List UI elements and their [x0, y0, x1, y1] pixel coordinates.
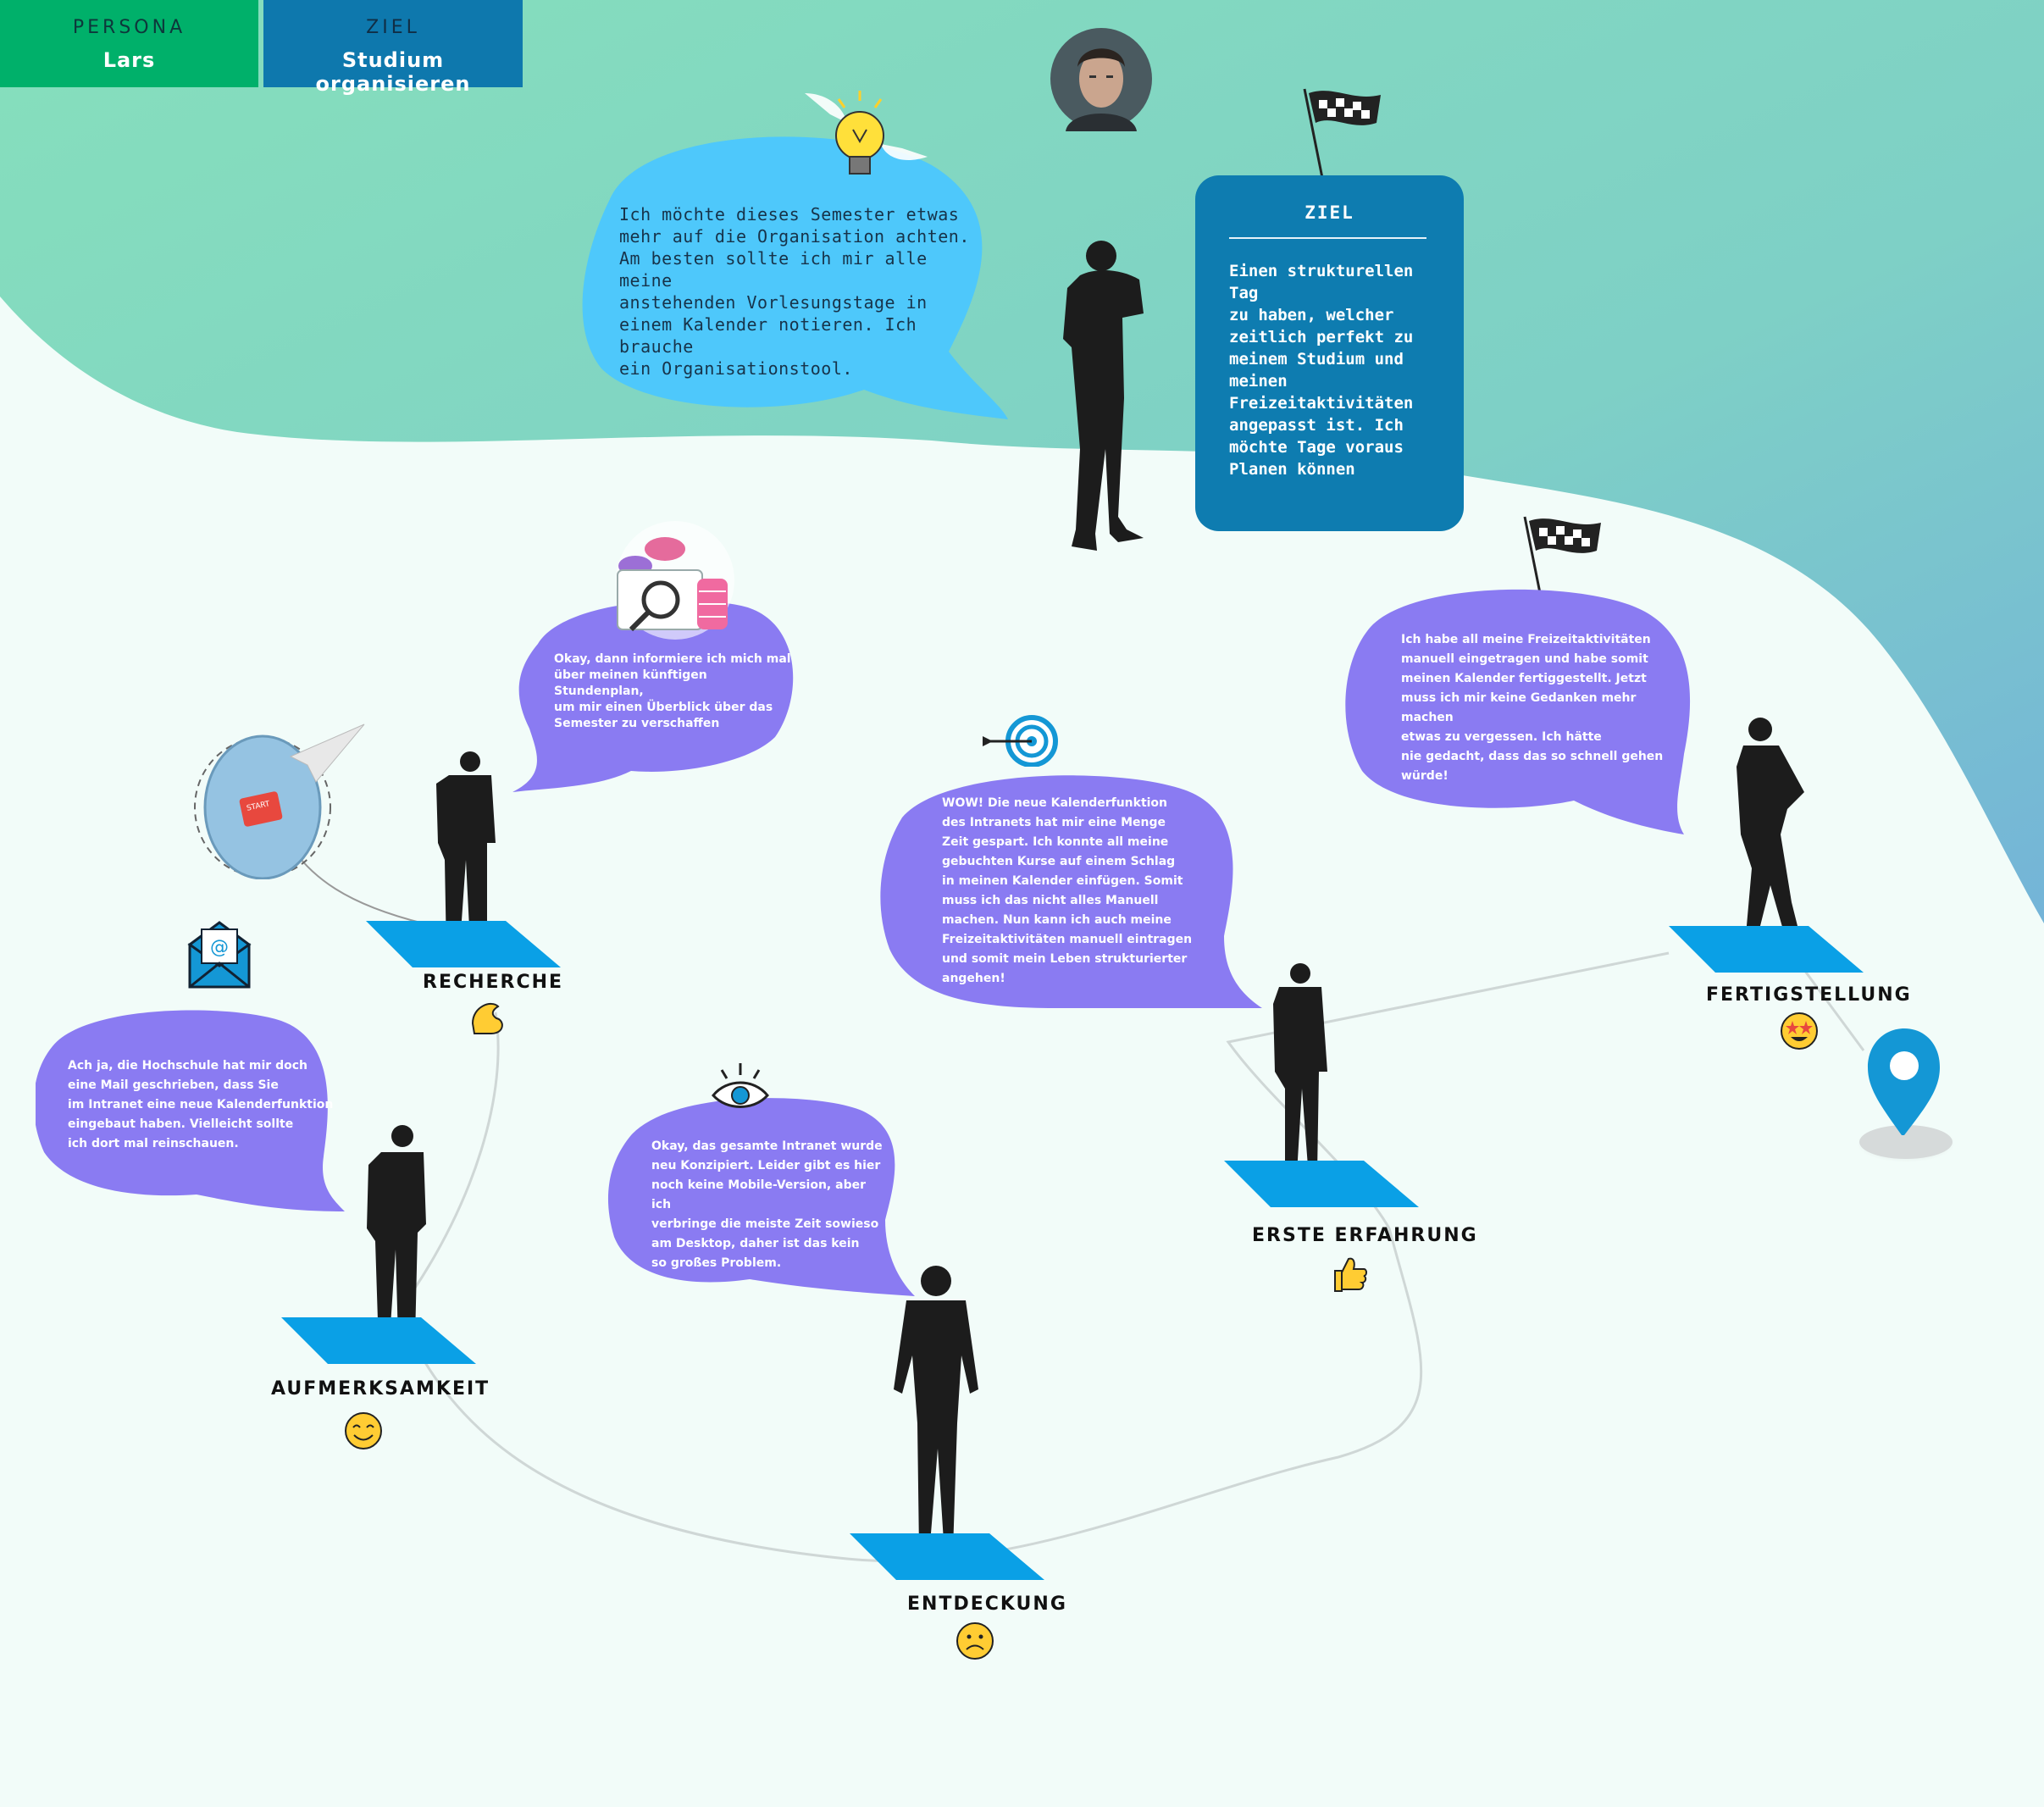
erste-erfahrung-label: ERSTE ERFAHRUNG — [1252, 1225, 1478, 1246]
intro-speech-bubble — [582, 136, 1008, 420]
start-illustration — [194, 723, 365, 879]
ziel-key: ZIEL — [366, 17, 420, 38]
entdeckung-platform — [850, 1533, 1044, 1580]
persona-header: PERSONA Lars — [0, 0, 258, 87]
flexed-biceps-icon — [471, 1002, 503, 1034]
star-struck-face-icon — [1781, 1012, 1818, 1050]
person-thinking-silhouette — [1063, 241, 1144, 551]
ziel-card-title: ZIEL — [1305, 202, 1354, 223]
erste-erfahrung-platform — [1224, 1161, 1419, 1207]
fertigstellung-bubble-text: Ich habe all meine Freizeitaktivitäten m… — [1401, 633, 1664, 783]
entdeckung-label: ENTDECKUNG — [907, 1594, 1067, 1615]
person-recherche-silhouette — [436, 751, 496, 953]
aufmerksamkeit-label: AUFMERKSAMKEIT — [271, 1378, 490, 1400]
recherche-platform — [366, 921, 561, 967]
checkered-flag-icon-2 — [1523, 516, 1601, 624]
research-illustration-icon — [616, 521, 734, 640]
person-aufmerksamkeit-silhouette — [367, 1125, 426, 1347]
target-arrow-icon — [983, 715, 1058, 767]
smiling-face-icon — [345, 1412, 382, 1449]
entdeckung-speech-bubble — [607, 1098, 915, 1296]
aufmerksamkeit-speech-bubble — [36, 1010, 345, 1211]
ziel-value: Studium organisieren — [315, 48, 471, 96]
persona-value: Lars — [102, 48, 156, 72]
frowning-face-icon — [956, 1622, 994, 1660]
recherche-label: RECHERCHE — [423, 972, 564, 993]
ziel-header: ZIEL Studium organisieren — [263, 0, 523, 96]
thumbs-up-icon — [1334, 1257, 1367, 1292]
entdeckung-bubble-text: Okay, das gesamte Intranet wurde neu Kon… — [651, 1139, 883, 1270]
fertigstellung-speech-bubble — [1345, 589, 1691, 834]
mail-envelope-icon: @ — [187, 921, 252, 989]
svg-text:@: @ — [210, 937, 229, 958]
lightbulb-icon — [805, 91, 928, 175]
person-fertigstellung-silhouette — [1737, 718, 1804, 945]
intro-bubble-text: Ich möchte dieses Semester etwas mehr au… — [619, 204, 970, 379]
erste-erfahrung-bubble-text: WOW! Die neue Kalenderfunktion des Intra… — [942, 796, 1193, 985]
fertigstellung-platform — [1669, 926, 1864, 973]
recherche-bubble-text: Okay, dann informiere ich mich mal über … — [554, 652, 791, 730]
persona-key: PERSONA — [72, 17, 186, 38]
fertigstellung-label: FERTIGSTELLUNG — [1706, 984, 1912, 1006]
person-entdeckung-silhouette — [894, 1266, 978, 1555]
person-erste-erfahrung-silhouette — [1273, 963, 1327, 1178]
location-pin-icon — [1857, 1028, 1955, 1162]
ziel-card-body: Einen strukturellen Tag zu haben, welche… — [1229, 262, 1414, 479]
erste-erfahrung-speech-bubble — [880, 775, 1262, 1008]
aufmerksamkeit-bubble-text: Ach ja, die Hochschule hat mir doch eine… — [68, 1059, 334, 1150]
aufmerksamkeit-platform — [281, 1317, 476, 1364]
recherche-speech-bubble — [512, 600, 794, 792]
eye-icon — [712, 1063, 769, 1108]
ziel-card-divider — [1229, 237, 1426, 239]
ziel-card: ZIEL Einen strukturellen Tag zu haben, w… — [1195, 175, 1464, 531]
avatar — [1050, 28, 1152, 131]
